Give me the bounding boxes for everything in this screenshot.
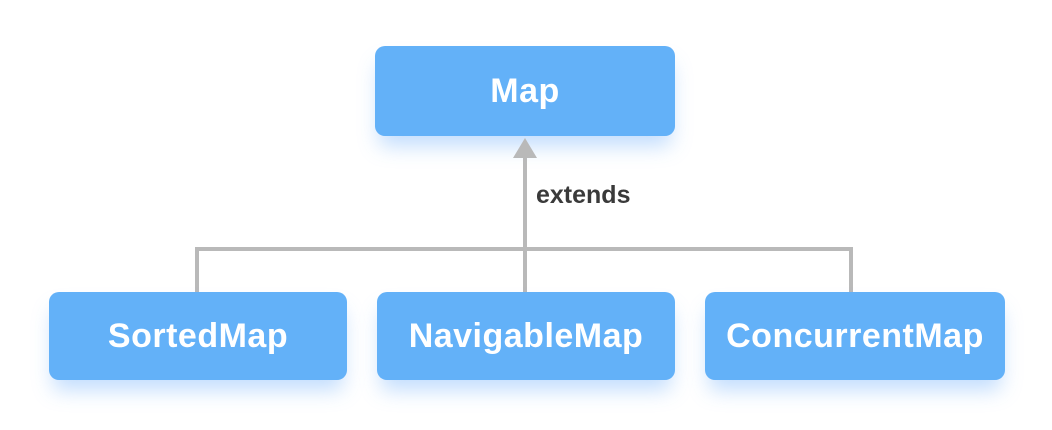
arrowhead-up-icon xyxy=(513,138,537,158)
connector-right-vertical-line xyxy=(849,247,853,292)
connector-horizontal-rail xyxy=(195,247,853,251)
connector-center-vertical-line xyxy=(523,154,527,292)
node-sortedmap-label: SortedMap xyxy=(107,316,289,355)
edge-label-extends: extends xyxy=(536,181,631,209)
connector-left-vertical-line xyxy=(195,247,199,293)
node-map-label: Map xyxy=(490,71,560,110)
node-map: Map xyxy=(375,46,675,136)
node-navigablemap: NavigableMap xyxy=(377,292,675,380)
node-concurrentmap-label: ConcurrentMap xyxy=(726,316,984,355)
node-concurrentmap: ConcurrentMap xyxy=(705,292,1005,380)
node-navigablemap-label: NavigableMap xyxy=(408,316,644,355)
node-sortedmap: SortedMap xyxy=(49,292,347,380)
